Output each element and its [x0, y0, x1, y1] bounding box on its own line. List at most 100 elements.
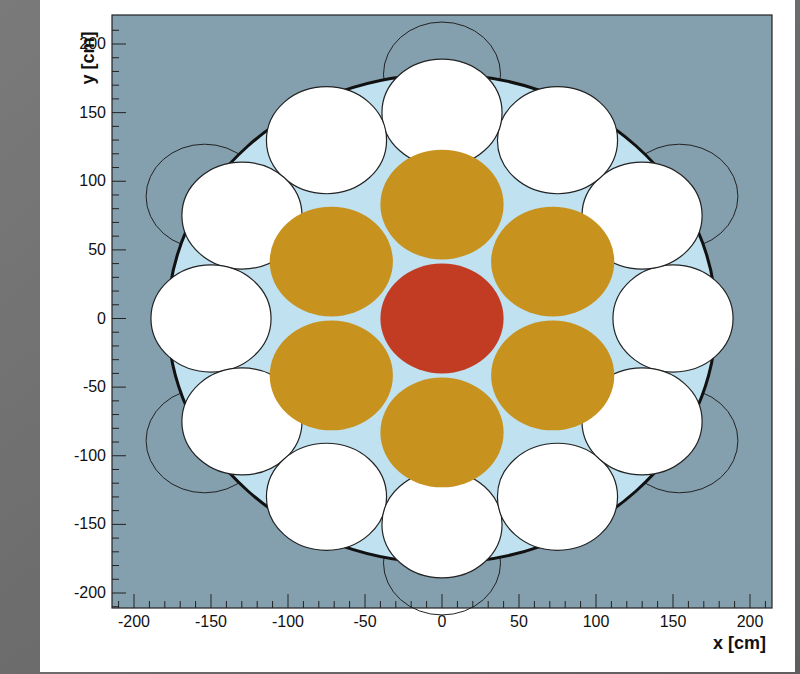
x-tick [380, 601, 381, 608]
tick-label: 150 [660, 614, 687, 630]
axis-title: y [cm] [79, 31, 97, 84]
y-tick [112, 140, 119, 141]
outer-module [497, 87, 617, 194]
axis-ticks [112, 30, 765, 608]
tick-label: -200 [74, 585, 106, 601]
y-tick [112, 332, 119, 333]
y-tick [112, 277, 119, 278]
plot-frame [112, 15, 772, 608]
x-tick [457, 601, 458, 608]
x-tick [673, 594, 674, 608]
x-tick [565, 601, 566, 608]
central-module [380, 264, 503, 374]
x-tick [426, 601, 427, 608]
x-tick [549, 601, 550, 608]
x-tick [642, 601, 643, 608]
y-tick [112, 71, 119, 72]
tick-label: -200 [118, 614, 150, 630]
outer-module [151, 265, 271, 372]
tick-label: 0 [97, 311, 106, 327]
y-tick [112, 167, 119, 168]
y-tick [112, 455, 126, 456]
y-tick [112, 222, 119, 223]
inner-module [491, 321, 614, 431]
y-tick [112, 57, 119, 58]
tick-label: 50 [88, 242, 106, 258]
x-tick [626, 601, 627, 608]
tick-label: -100 [74, 448, 106, 464]
x-tick [688, 601, 689, 608]
y-tick [112, 236, 119, 237]
x-tick [164, 601, 165, 608]
y-tick [112, 30, 119, 31]
tick-label: -50 [353, 614, 376, 630]
y-tick [112, 181, 126, 182]
inner-module [380, 150, 503, 260]
x-tick [611, 601, 612, 608]
tick-label: 200 [737, 614, 764, 630]
x-tick [519, 594, 520, 608]
y-tick [112, 551, 119, 552]
x-tick [765, 601, 766, 608]
tick-label: -100 [272, 614, 304, 630]
x-tick [703, 601, 704, 608]
x-tick [334, 601, 335, 608]
y-tick [112, 579, 119, 580]
x-tick [719, 601, 720, 608]
y-tick [112, 565, 119, 566]
y-tick [112, 345, 119, 346]
y-tick [112, 98, 119, 99]
y-tick [112, 442, 119, 443]
inner-module [491, 207, 614, 317]
x-tick [318, 601, 319, 608]
x-tick [488, 601, 489, 608]
outer-module [266, 443, 386, 550]
outer-module [613, 265, 733, 372]
x-tick [657, 601, 658, 608]
tick-label: 150 [79, 105, 106, 121]
y-tick [112, 606, 119, 607]
tick-label: 100 [583, 614, 610, 630]
y-tick [112, 291, 119, 292]
x-tick [395, 601, 396, 608]
x-tick [750, 594, 751, 608]
y-tick [112, 44, 126, 45]
y-tick [112, 387, 126, 388]
tick-label: 100 [79, 173, 106, 189]
tick-label: -150 [195, 614, 227, 630]
y-tick [112, 359, 119, 360]
x-tick [365, 594, 366, 608]
y-tick [112, 112, 126, 113]
canvas-panel [40, 0, 795, 672]
tick-label: 0 [438, 614, 447, 630]
x-tick [580, 601, 581, 608]
inner-module [270, 321, 393, 431]
y-tick [112, 153, 119, 154]
x-tick [303, 601, 304, 608]
x-tick [134, 594, 135, 608]
tick-label: -50 [83, 379, 106, 395]
y-tick [112, 483, 119, 484]
y-tick [112, 194, 119, 195]
y-tick [112, 126, 119, 127]
x-tick [257, 601, 258, 608]
axis-title: x [cm] [713, 634, 766, 652]
y-tick [112, 593, 126, 594]
y-tick [112, 263, 119, 264]
x-tick [180, 601, 181, 608]
x-tick [226, 601, 227, 608]
y-tick [112, 496, 119, 497]
x-tick [211, 594, 212, 608]
y-tick [112, 400, 119, 401]
inner-module [270, 207, 393, 317]
y-tick [112, 428, 119, 429]
x-tick [472, 601, 473, 608]
x-tick [534, 601, 535, 608]
plot-frame-fill [112, 15, 772, 608]
x-tick [596, 594, 597, 608]
x-tick [349, 601, 350, 608]
y-tick [112, 373, 119, 374]
y-tick [112, 538, 119, 539]
